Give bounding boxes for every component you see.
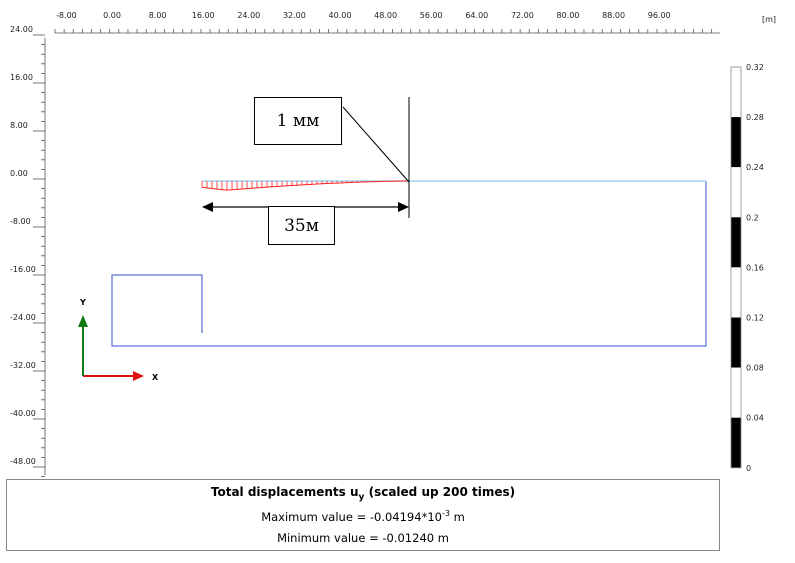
y-tick-label: 0.00 [10, 169, 28, 178]
info-panel: Total displacements uy (scaled up 200 ti… [6, 479, 720, 551]
legend-label: 0 [746, 464, 751, 473]
legend-label: 0.24 [746, 163, 764, 172]
x-tick-label: 32.00 [283, 11, 306, 20]
max-value: Maximum value = -0.04194*10-3 m [7, 509, 719, 524]
y-tick-label: 24.00 [10, 25, 33, 34]
legend-band [731, 217, 741, 268]
y-tick-label: 8.00 [10, 121, 28, 130]
x-tick-label: 24.00 [237, 11, 260, 20]
y-tick-label: -8.00 [10, 217, 31, 226]
displacement-diagram [201, 180, 408, 191]
legend-band [731, 267, 741, 318]
legend-label: 0.12 [746, 314, 764, 323]
legend-label: 0.2 [746, 213, 759, 222]
deflection-label: 1 мм [254, 97, 342, 145]
x-ruler: -8.00 0.00 8.00 16.00 24.00 32.00 40.00 48.00 56… [54, 11, 720, 34]
axis-indicator: X Y [78, 298, 159, 382]
x-tick-label: 16.00 [192, 11, 215, 20]
legend-label: 0.28 [746, 113, 764, 122]
legend-label: 0.32 [746, 63, 764, 72]
legend-band [731, 317, 741, 368]
legend-label: 0.08 [746, 364, 764, 373]
deflection-text: 1 мм [276, 111, 320, 131]
length-text: 35м [284, 215, 319, 236]
title-prefix: Total displacements u [210, 485, 359, 499]
x-arrow-icon [133, 371, 144, 381]
y-ruler: 24.00 16.00 8.00 0.00 -8.00 -16.00 -24.00 -32.0… [10, 25, 46, 478]
result-title: Total displacements uy (scaled up 200 ti… [7, 485, 719, 502]
length-label: 35м [268, 206, 335, 245]
x-tick-label: 8.00 [149, 11, 167, 20]
max-suffix: m [449, 510, 465, 525]
color-legend: 0.32 0.28 0.24 0.2 0.16 0.12 0.08 0.04 0 [730, 63, 764, 473]
legend-band [731, 367, 741, 418]
legend-label: 0.16 [746, 263, 764, 272]
legend-band [731, 117, 741, 168]
y-tick-label: 16.00 [10, 73, 33, 82]
y-tick-label: -32.00 [10, 361, 36, 370]
leader-line [342, 106, 410, 183]
x-tick-label: 48.00 [374, 11, 397, 20]
max-prefix: Maximum value = -0.04194*10 [261, 510, 442, 525]
y-tick-label: -24.00 [10, 313, 36, 322]
unit-label: [m] [762, 15, 776, 24]
y-tick-label: -48.00 [10, 457, 36, 466]
x-tick-label: 80.00 [557, 11, 580, 20]
x-axis-label: X [152, 373, 159, 382]
x-tick-label: 72.00 [511, 11, 534, 20]
max-exp: -3 [441, 509, 450, 519]
x-tick-label: 64.00 [465, 11, 488, 20]
x-tick-label: 96.00 [648, 11, 671, 20]
x-tick-label: 0.00 [103, 11, 121, 20]
min-value: Minimum value = -0.01240 m [277, 531, 449, 546]
x-tick-label: 88.00 [602, 11, 625, 20]
x-tick-label: -8.00 [56, 11, 77, 20]
title-suffix: (scaled up 200 times) [364, 485, 516, 499]
y-arrow-icon [78, 315, 88, 327]
legend-band [731, 417, 741, 468]
legend-label: 0.04 [746, 414, 764, 423]
y-axis-label: Y [79, 298, 86, 307]
x-tick-label: 40.00 [329, 11, 352, 20]
legend-band [731, 167, 741, 218]
y-tick-label: -40.00 [10, 409, 36, 418]
model-boundary [111, 181, 707, 347]
title-sub: y [358, 492, 365, 503]
x-tick-label: 56.00 [420, 11, 443, 20]
legend-band [731, 67, 741, 118]
y-tick-label: -16.00 [10, 265, 36, 274]
